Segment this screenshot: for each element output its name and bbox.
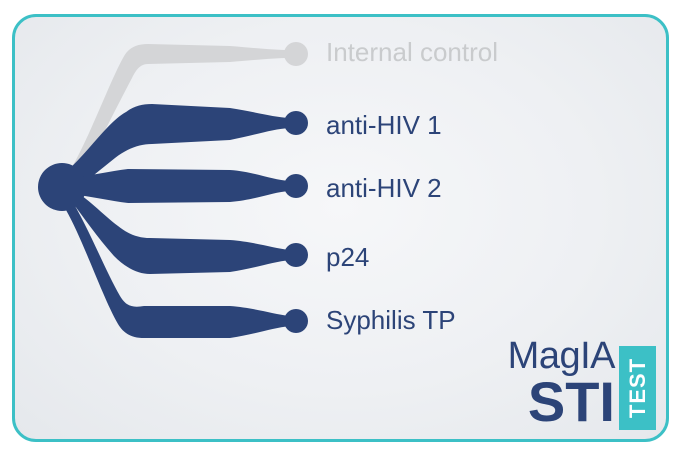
branch-anti-hiv-2 [70,169,290,203]
brand-product: STI [527,370,615,433]
node-anti-hiv-2 [284,174,308,198]
test-tag-label: TEST [624,357,650,419]
branch-internal-control [64,44,290,190]
branch-p24 [70,188,290,274]
test-tag: TEST [619,346,656,430]
node-internal-control [284,42,308,66]
branch-anti-hiv-1 [66,104,290,192]
label-anti-hiv-2: anti-HIV 2 [326,173,442,203]
node-anti-hiv-1 [284,111,308,135]
root-node [38,163,86,211]
label-p24: p24 [326,242,370,272]
node-syphilis-tp [284,309,308,333]
label-anti-hiv-1: anti-HIV 1 [326,110,442,140]
label-syphilis-tp: Syphilis TP [326,305,456,335]
brand-name: MagIA [507,335,616,377]
label-internal-control: Internal control [326,37,498,67]
branch-syphilis-tp [66,194,290,338]
node-p24 [284,243,308,267]
brand-logo: MagIA STI [495,335,616,433]
